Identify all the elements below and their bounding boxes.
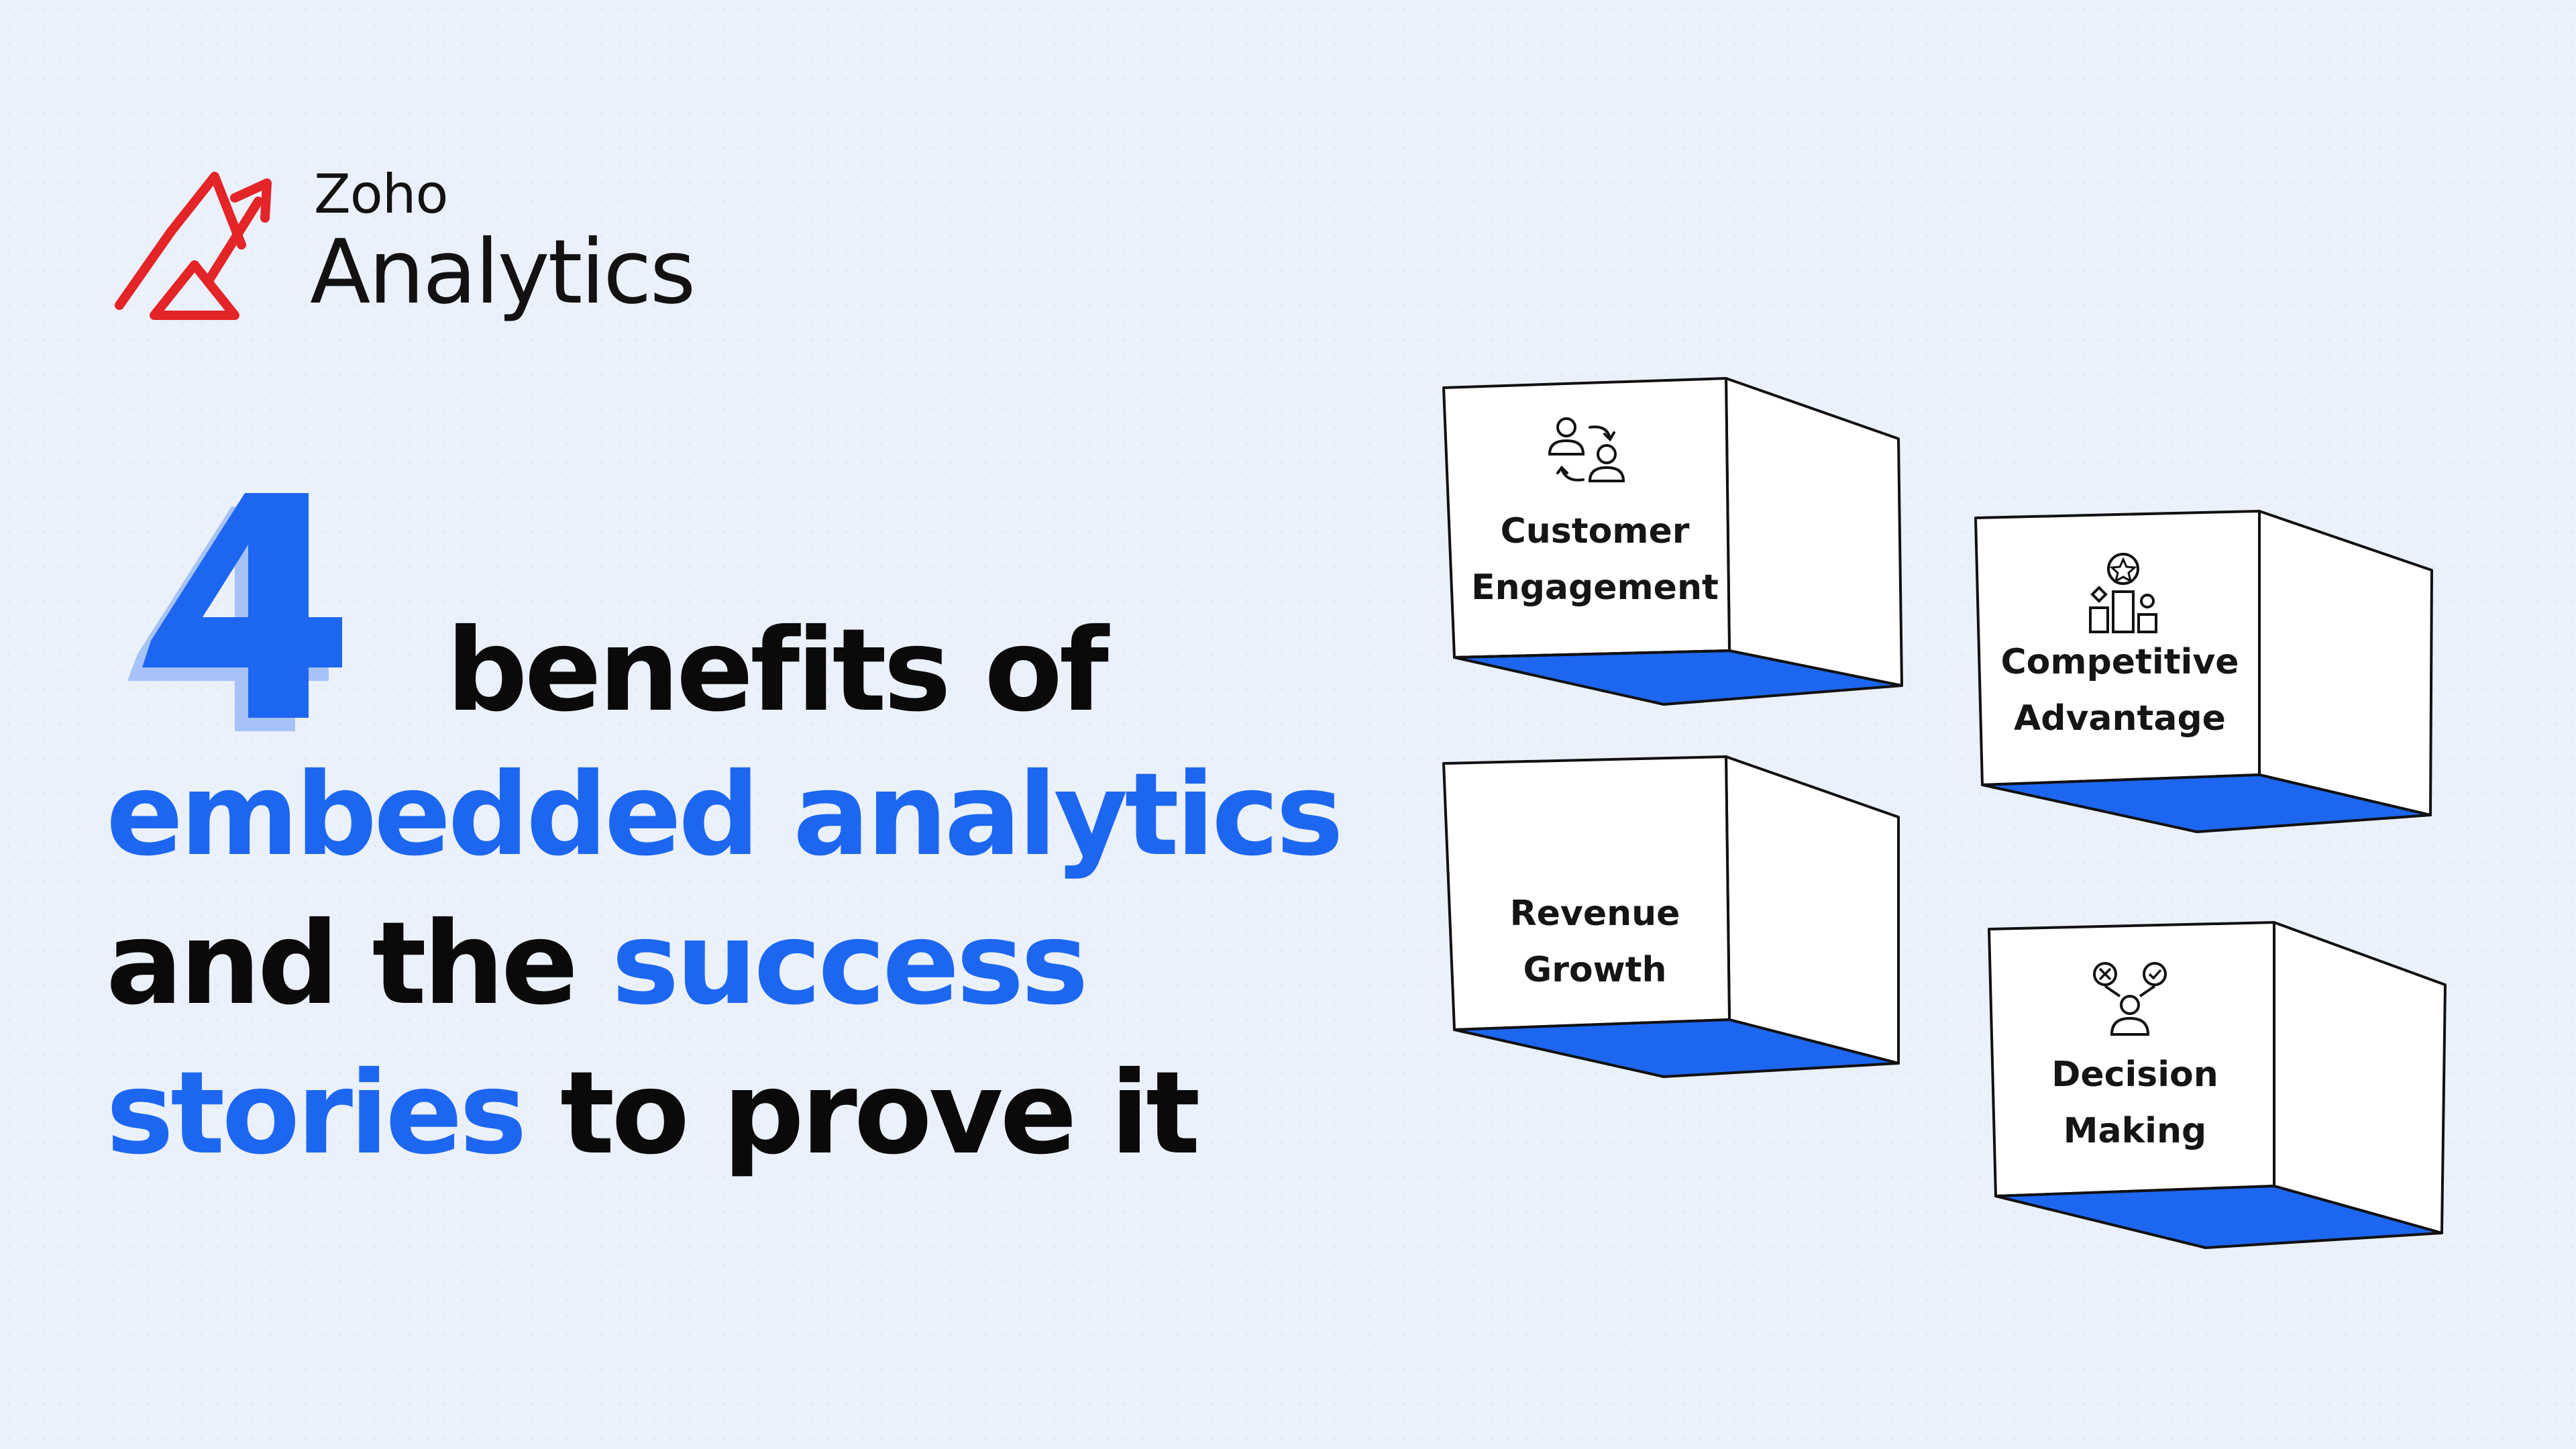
benefit-1-line-2: Engagement (1471, 568, 1719, 608)
headline-embedded: embedded (106, 749, 760, 881)
benefit-label-4: Decision Making (1996, 1046, 2274, 1159)
benefit-4-line-2: Making (2063, 1111, 2207, 1151)
headline-line-1: benefits of (446, 604, 1109, 737)
brand-name-small: Zoho (314, 163, 448, 225)
headline-to-prove-it: to prove it (560, 1047, 1200, 1180)
headline-line-3: and the success (106, 907, 1089, 1021)
benefit-2-line-2: Advantage (2014, 698, 2226, 739)
benefit-label-3: Revenue Growth (1462, 885, 1727, 998)
headline-stories: stories (106, 1047, 527, 1180)
users-exchange-icon (1548, 417, 1625, 482)
person-decision-icon (2093, 962, 2167, 1036)
headline-and-the: and the (106, 898, 578, 1030)
big-number-text: 4 (101, 480, 107, 482)
headline-line-4: stories to prove it (106, 1057, 1200, 1171)
big-number-four: 4 (101, 480, 342, 731)
zoho-analytics-logo: Zoho Analytics (107, 164, 738, 325)
benefit-3-line-1: Revenue (1509, 894, 1680, 934)
analytics-logo-icon (115, 172, 272, 320)
headline: 4 benefits of embedded analytics and the… (101, 480, 1344, 1171)
brand-name-large: Analytics (310, 221, 696, 324)
cube-competitive-advantage (1974, 510, 2433, 833)
benefit-label-2: Competitive Advantage (1982, 634, 2257, 747)
podium-star-icon (2089, 553, 2157, 633)
headline-success: success (611, 898, 1088, 1030)
benefit-cubes: Customer Engagement Competitive Advantag… (1436, 369, 2469, 1268)
benefit-1-line-1: Customer (1500, 511, 1690, 551)
cube-customer-engagement (1442, 377, 1903, 706)
benefit-3-line-2: Growth (1523, 950, 1667, 990)
benefit-4-line-1: Decision (2051, 1055, 2218, 1095)
headline-line-2: embedded analytics (106, 758, 1344, 872)
benefit-2-line-1: Competitive (2000, 642, 2239, 682)
cube-decision-making (1988, 921, 2447, 1249)
benefit-label-1: Customer Engagement (1462, 503, 1727, 616)
headline-analytics: analytics (792, 749, 1344, 881)
cubes-drawing (1442, 377, 2447, 1249)
cube-revenue-growth (1442, 755, 1900, 1078)
